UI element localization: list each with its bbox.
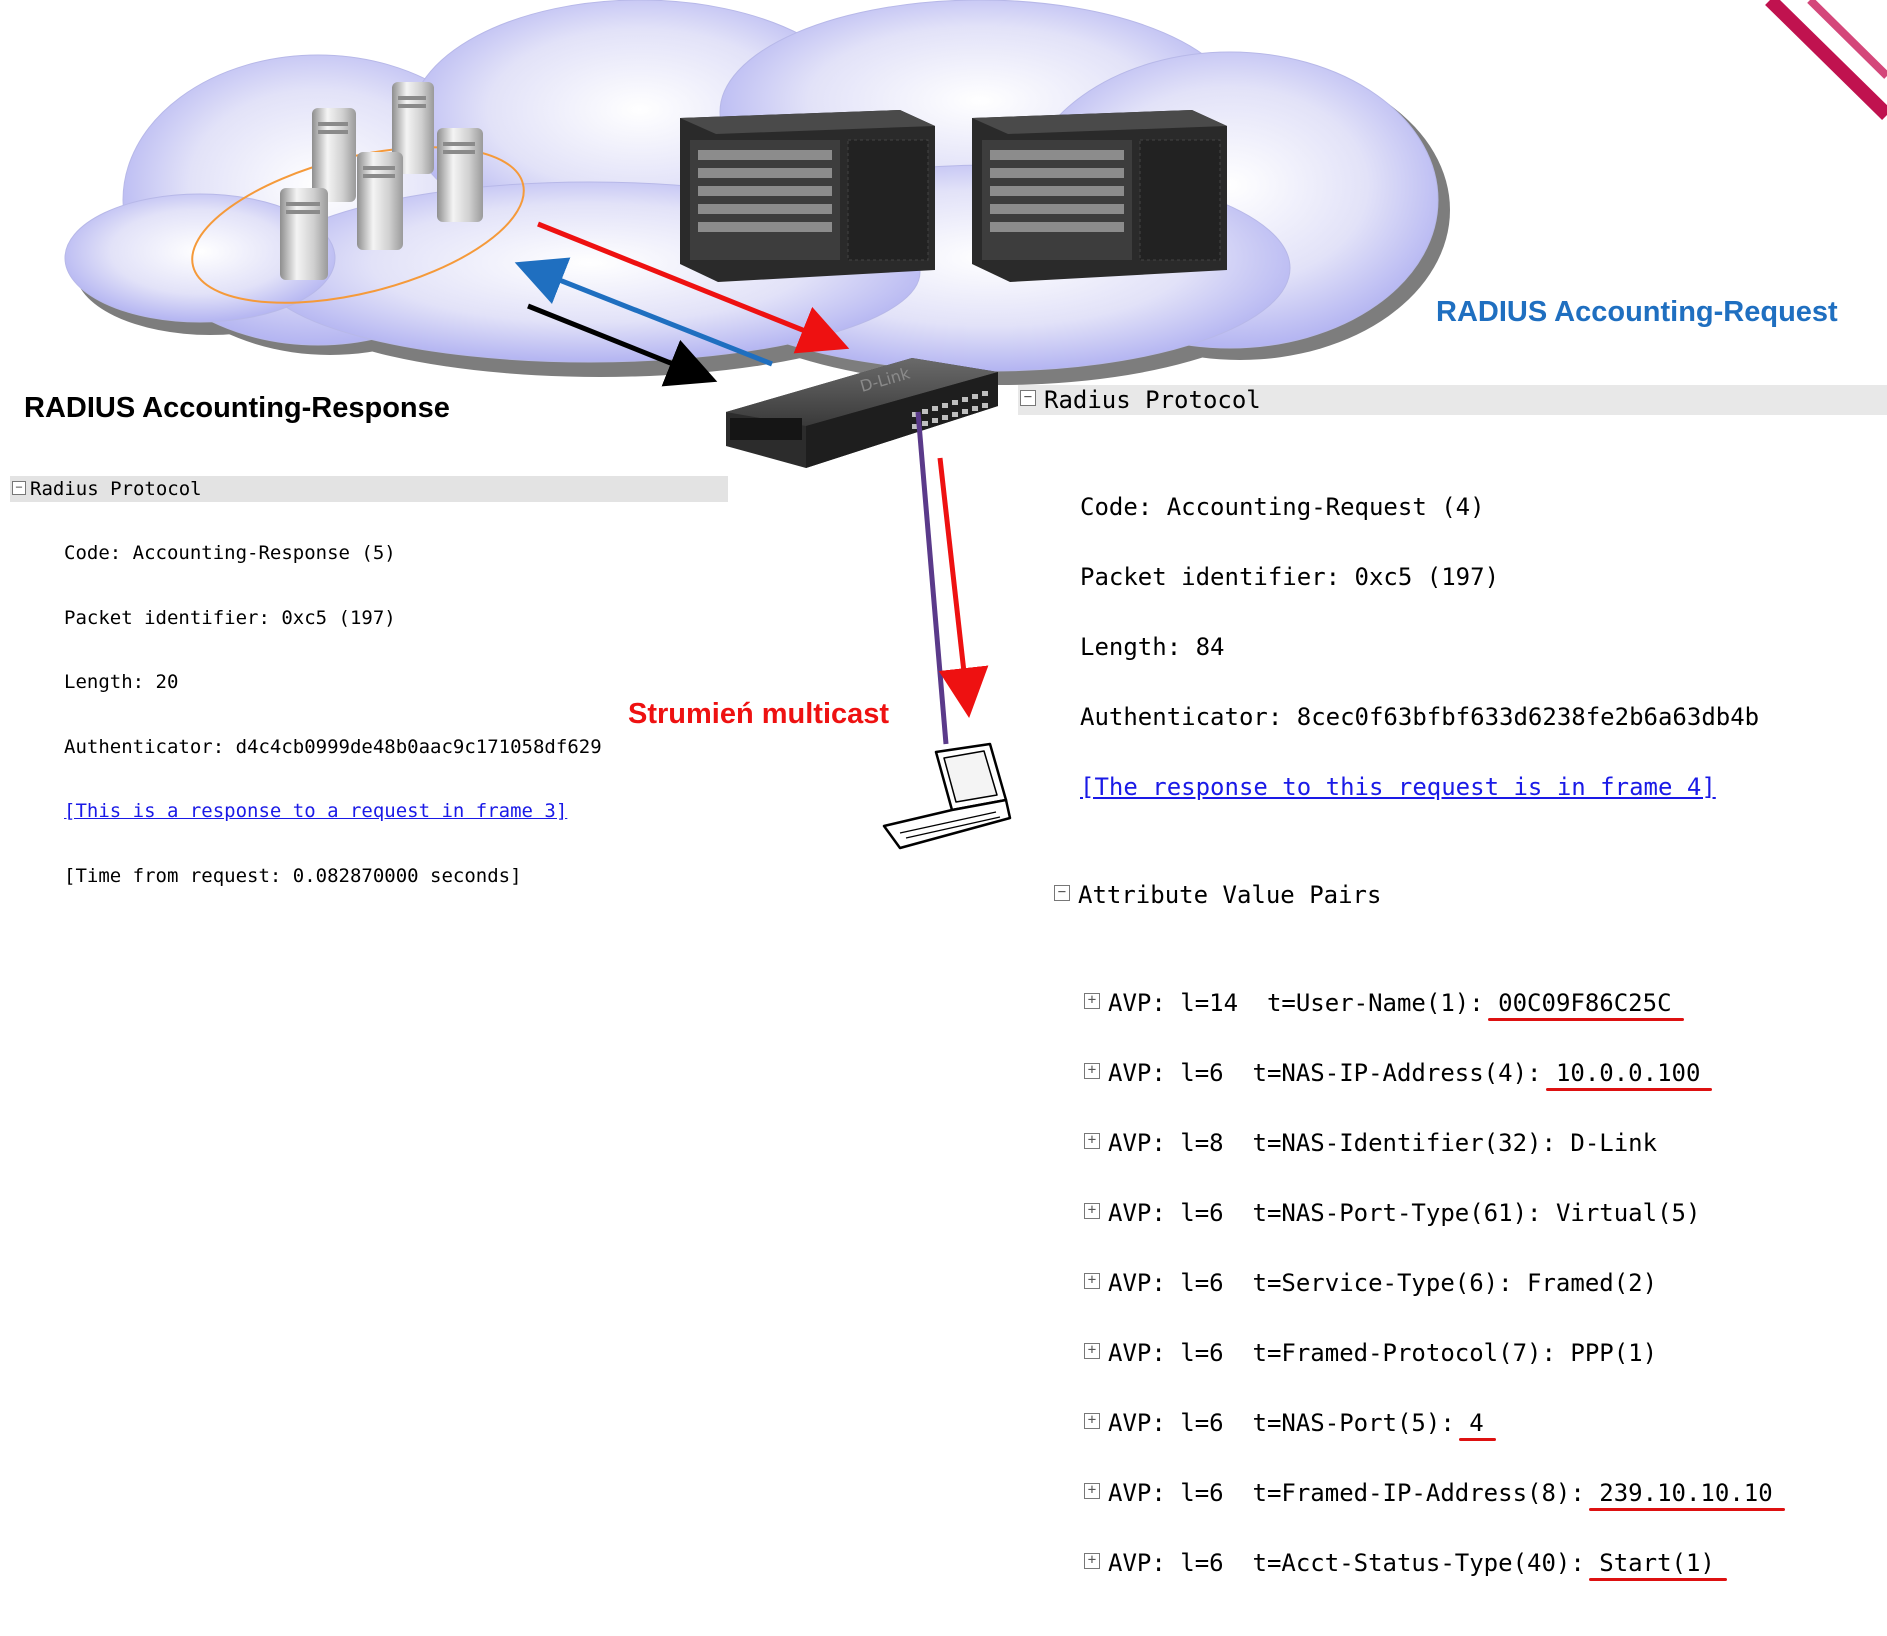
response-protocol-header[interactable]: −Radius Protocol	[10, 476, 728, 502]
collapse-minus-icon[interactable]: −	[1020, 390, 1036, 406]
avp-prefix: AVP: l=6 t=NAS-IP-Address(4):	[1108, 1059, 1556, 1087]
expand-plus-icon[interactable]: +	[1084, 1483, 1100, 1499]
avp-list: +AVP: l=14 t=User-Name(1): 00C09F86C25C …	[1018, 949, 1887, 1617]
avp-prefix: AVP: l=6 t=Framed-Protocol(7):	[1108, 1339, 1571, 1367]
avp-row[interactable]: + AVP: l=6 t=Framed-IP-Address(8): 239.10…	[1082, 1477, 1887, 1509]
request-frame-link[interactable]: [The response to this request is in fram…	[1080, 773, 1716, 801]
response-arrow	[514, 257, 773, 367]
response-length-line: Length: 20	[64, 671, 179, 693]
avp-prefix: AVP: l=14 t=User-Name(1):	[1108, 989, 1499, 1017]
response-heading: RADIUS Accounting-Response	[24, 392, 450, 424]
avp-prefix: AVP: l=8 t=NAS-Identifier(32):	[1108, 1129, 1571, 1157]
avp-value: D-Link	[1570, 1129, 1658, 1157]
multicast-label: Strumień multicast	[628, 698, 890, 730]
request-heading: RADIUS Accounting-Request	[1436, 296, 1838, 328]
server-icon	[392, 82, 434, 174]
server-icon	[437, 128, 483, 222]
avp-row[interactable]: + AVP: l=6 t=Service-Type(6): Framed(2)	[1082, 1267, 1887, 1299]
avp-row[interactable]: + AVP: l=6 t=NAS-Port-Type(61): Virtual(5…	[1082, 1197, 1887, 1229]
avp-row[interactable]: + AVP: l=6 t=NAS-IP-Address(4): 10.0.0.10…	[1082, 1057, 1887, 1089]
avp-row[interactable]: + AVP: l=8 t=NAS-Identifier(32): D-Link	[1082, 1127, 1887, 1159]
collapse-minus-icon[interactable]: −	[1054, 885, 1070, 901]
server-icon	[357, 152, 403, 250]
expand-plus-icon[interactable]: +	[1084, 1553, 1100, 1569]
avp-row[interactable]: + AVP: l=14 t=User-Name(1): 00C09F86C25C	[1082, 987, 1887, 1019]
expand-plus-icon[interactable]: +	[1084, 1343, 1100, 1359]
request-identifier-line: Packet identifier: 0xc5 (197)	[1080, 563, 1500, 591]
avp-value: Virtual(5)	[1555, 1199, 1701, 1227]
server-icon	[280, 188, 328, 280]
server-icon	[312, 108, 356, 202]
avp-section-label: Attribute Value Pairs	[1078, 881, 1382, 909]
request-arrow	[537, 221, 850, 354]
avp-value: 00C09F86C25C	[1498, 989, 1672, 1017]
avp-prefix: AVP: l=6 t=Framed-IP-Address(8):	[1108, 1479, 1600, 1507]
laptop-icon	[882, 742, 1012, 850]
avp-row[interactable]: + AVP: l=6 t=Acct-Status-Type(40): Start(…	[1082, 1547, 1887, 1579]
request-length-line: Length: 84	[1080, 633, 1225, 661]
avp-row[interactable]: + AVP: l=6 t=Framed-Protocol(7): PPP(1)	[1082, 1337, 1887, 1369]
avp-prefix: AVP: l=6 t=Service-Type(6):	[1108, 1269, 1528, 1297]
request-protocol-label: Radius Protocol	[1044, 386, 1261, 414]
avp-value: 10.0.0.100	[1555, 1059, 1701, 1087]
collapse-minus-icon[interactable]: −	[12, 480, 26, 495]
response-time-line: [Time from request: 0.082870000 seconds]	[64, 864, 522, 887]
request-code-line: Code: Accounting-Request (4)	[1080, 493, 1485, 521]
response-frame-link[interactable]: [This is a response to a request in fram…	[64, 800, 568, 822]
request-packet-tree: −Radius Protocol Code: Accounting-Reques…	[1018, 347, 1887, 1636]
chassis-switch-icon	[972, 110, 1227, 282]
corner-decoration	[1765, 0, 1887, 120]
avp-value: 4	[1469, 1409, 1484, 1437]
avp-prefix: AVP: l=6 t=NAS-Port(5):	[1108, 1409, 1470, 1437]
avp-value: 239.10.10.10	[1599, 1479, 1773, 1507]
avp-prefix: AVP: l=6 t=Acct-Status-Type(40):	[1108, 1549, 1600, 1577]
response-protocol-label: Radius Protocol	[30, 478, 202, 500]
accounting-arrow	[527, 303, 718, 387]
expand-plus-icon[interactable]: +	[1084, 1133, 1100, 1149]
expand-plus-icon[interactable]: +	[1084, 1063, 1100, 1079]
request-authenticator-line: Authenticator: 8cec0f63bfbf633d6238fe2b6…	[1080, 703, 1760, 731]
response-packet-tree: −Radius Protocol Code: Accounting-Respon…	[10, 438, 728, 908]
avp-value: PPP(1)	[1570, 1339, 1658, 1367]
avp-value: Framed(2)	[1527, 1269, 1658, 1297]
response-identifier-line: Packet identifier: 0xc5 (197)	[64, 606, 396, 629]
expand-plus-icon[interactable]: +	[1084, 1273, 1100, 1289]
expand-plus-icon[interactable]: +	[1084, 993, 1100, 1009]
response-authenticator-line: Authenticator: d4c4cb0999de48b0aac9c1710…	[64, 735, 602, 758]
avp-prefix: AVP: l=6 t=NAS-Port-Type(61):	[1108, 1199, 1556, 1227]
chassis-switch-icon	[680, 110, 935, 282]
access-switch-icon: D-Link	[726, 358, 998, 468]
response-code-line: Code: Accounting-Response (5)	[64, 542, 396, 564]
network-diagram: D-Link	[64, 0, 1887, 850]
request-protocol-header[interactable]: −Radius Protocol	[1018, 385, 1887, 415]
avp-row[interactable]: + AVP: l=6 t=NAS-Port(5): 4	[1082, 1407, 1887, 1439]
switch-ports	[912, 391, 988, 429]
expand-plus-icon[interactable]: +	[1084, 1413, 1100, 1429]
expand-plus-icon[interactable]: +	[1084, 1203, 1100, 1219]
radius-server-group	[191, 82, 525, 304]
avp-section-header[interactable]: −Attribute Value Pairs	[1018, 879, 1887, 911]
avp-value: Start(1)	[1599, 1549, 1715, 1577]
multicast-arrow	[937, 457, 989, 718]
